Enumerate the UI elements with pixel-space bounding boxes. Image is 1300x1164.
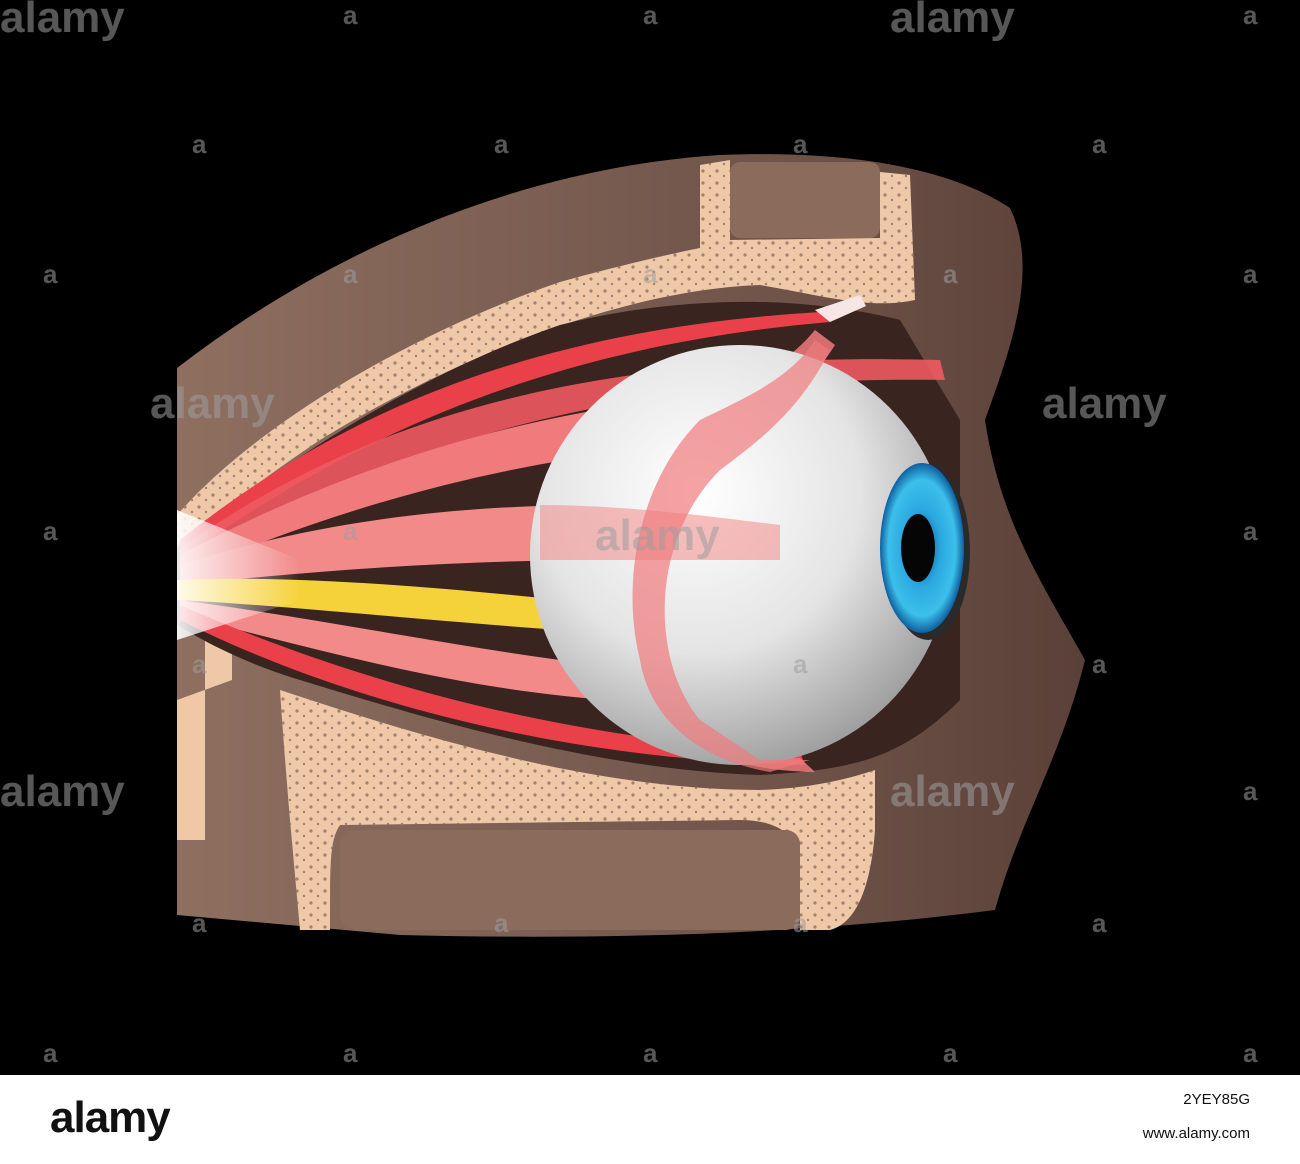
- watermark-letter: a: [192, 129, 207, 159]
- watermark-letter: a: [943, 1038, 958, 1068]
- maxillary-sinus: [340, 830, 800, 930]
- watermark-letter: a: [192, 908, 207, 938]
- watermark-letter: a: [494, 908, 509, 938]
- orbital-apex-glow: [177, 510, 300, 640]
- watermark-text: alamy: [150, 379, 275, 428]
- watermark-letter: a: [1243, 0, 1258, 30]
- watermark-letter: a: [1243, 776, 1258, 806]
- watermark-letter: a: [643, 0, 658, 30]
- watermark-text: alamy: [595, 511, 720, 560]
- inferior-rectus-muscle: [180, 600, 610, 700]
- watermark-text: alamy: [890, 0, 1015, 42]
- watermark-letter: a: [494, 129, 509, 159]
- alamy-logo: alamy: [50, 1093, 171, 1142]
- watermark-letter: a: [343, 516, 358, 546]
- watermark-letter: a: [43, 1038, 58, 1068]
- watermark-letter: a: [43, 259, 58, 289]
- watermark-letter: a: [943, 259, 958, 289]
- watermark-text: alamy: [1042, 379, 1167, 428]
- watermark-text: alamy: [0, 767, 125, 816]
- watermark-letter: a: [192, 649, 207, 679]
- orbital-floor-pores: [280, 690, 875, 930]
- watermark-letter: a: [1092, 649, 1107, 679]
- pupil: [901, 514, 935, 582]
- watermark-letter: a: [643, 259, 658, 289]
- watermark-letter: a: [1092, 129, 1107, 159]
- site-url: www.alamy.com: [1142, 1125, 1250, 1142]
- watermark-letter: a: [1243, 259, 1258, 289]
- inferior-oblique-wrap: [632, 340, 830, 772]
- watermark-letter: a: [1243, 516, 1258, 546]
- watermark-text: alamy: [890, 767, 1015, 816]
- frontal-sinus: [730, 162, 880, 238]
- watermark-text: alamy: [0, 0, 125, 42]
- watermarks: alamy alamy alamy alamy alamy alamy alam…: [0, 0, 1258, 1068]
- watermark-letter: a: [1243, 1038, 1258, 1068]
- eye-anatomy-illustration: alamy alamy alamy alamy alamy alamy alam…: [0, 0, 1258, 1068]
- watermark-letter: a: [793, 649, 808, 679]
- levator-palpebrae-muscle: [180, 359, 945, 570]
- orbital-floor-bone: [177, 615, 232, 840]
- trochlea-tendon: [815, 295, 866, 322]
- watermark-letter: a: [1092, 908, 1107, 938]
- watermark-letter: a: [343, 1038, 358, 1068]
- stock-footer-bar: alamy 2YEY85G www.alamy.com: [0, 1075, 1300, 1164]
- image-id: 2YEY85G: [1183, 1091, 1250, 1108]
- watermark-letter: a: [643, 1038, 658, 1068]
- orbital-roof-pores: [177, 160, 915, 545]
- watermark-letter: a: [793, 908, 808, 938]
- watermark-letter: a: [43, 516, 58, 546]
- watermark-letter: a: [343, 259, 358, 289]
- watermark-letter: a: [793, 129, 808, 159]
- watermark-letter: a: [343, 0, 358, 30]
